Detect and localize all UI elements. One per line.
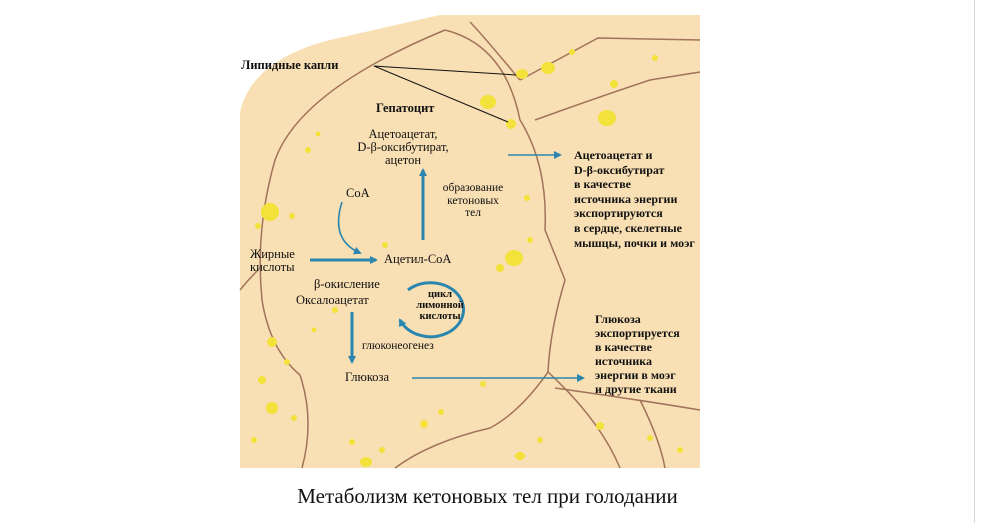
tissue-background (240, 15, 700, 468)
citric-cycle-line: кислоты (419, 311, 461, 322)
ketone-products-line: ацетон (384, 153, 422, 167)
glucose-export-line: в качестве (595, 340, 652, 354)
gluconeogenesis-label: глюконеогенез (362, 340, 434, 352)
ketone-export-line: D-β-оксибутират (574, 162, 665, 177)
page-edge (974, 0, 975, 523)
glucose-export-line: экспортируется (595, 326, 680, 340)
glucose-export-line: энергии в моэг (595, 368, 676, 382)
fatty-acids-label: Жирные кислоты (250, 248, 295, 274)
fatty-acids-line: Жирные (250, 247, 295, 261)
figure-caption: Метаболизм кетоновых тел при голодании (297, 484, 678, 508)
glucose-export-text: Глюкоза экспортируется в качестве источн… (595, 312, 680, 396)
coa-label: CoA (346, 186, 370, 200)
oxaloacetate-label: Оксалоацетат (296, 293, 369, 307)
ketone-products-line: Ацетоацетат, (368, 127, 438, 141)
citric-cycle-line: цикл (427, 289, 453, 300)
ketone-products-line: D-β-оксибутират, (357, 140, 449, 154)
ketone-formation-line: кетоновых (447, 194, 499, 207)
lipid-leader-lines (373, 65, 517, 123)
citric-cycle-line: лимонной (416, 300, 464, 311)
ketone-export-line: источника энергии (574, 191, 678, 206)
glucose-export-line: и другие ткани (595, 382, 677, 396)
ketone-export-line: в качестве (574, 177, 631, 192)
ketone-formation-line: образование (442, 182, 504, 194)
beta-oxidation-label: β-окисление (314, 277, 380, 291)
pathway-arrows (310, 151, 585, 382)
hepatocyte-diagram (239, 15, 701, 469)
hepatocyte-label: Гепатоцит (376, 101, 435, 115)
ketone-export-line: в сердце, скелетные (574, 220, 682, 235)
lipid-droplets (251, 49, 683, 467)
coa-curved-arrow (337, 201, 362, 255)
glucose-export-line: Глюкоза (595, 312, 641, 326)
ketone-export-text: Ацетоацетат и D-β-оксибутират в качестве… (574, 148, 695, 250)
ketone-formation-label: образование кетоновых тел (432, 182, 514, 220)
ketone-export-line: экспортируются (574, 206, 663, 221)
lipid-droplets-label: Липидные капли (241, 58, 339, 72)
ketone-formation-line: тел (465, 207, 481, 219)
glucose-export-line: источника (595, 354, 652, 368)
citric-cycle-loop (398, 281, 466, 339)
ketone-products-label: Ацетоацетат, D-β-оксибутират, ацетон (338, 128, 468, 167)
acetyl-coa-label: Ацетил-CoA (384, 252, 452, 266)
citric-cycle-label: цикл лимонной кислоты (408, 289, 472, 322)
ketone-export-line: Ацетоацетат и (574, 148, 653, 162)
glucose-label: Глюкоза (345, 370, 390, 384)
fatty-acids-line: кислоты (250, 260, 295, 274)
cell-borders (239, 21, 701, 469)
ketone-export-line: мышцы, почки и моэг (574, 235, 695, 250)
